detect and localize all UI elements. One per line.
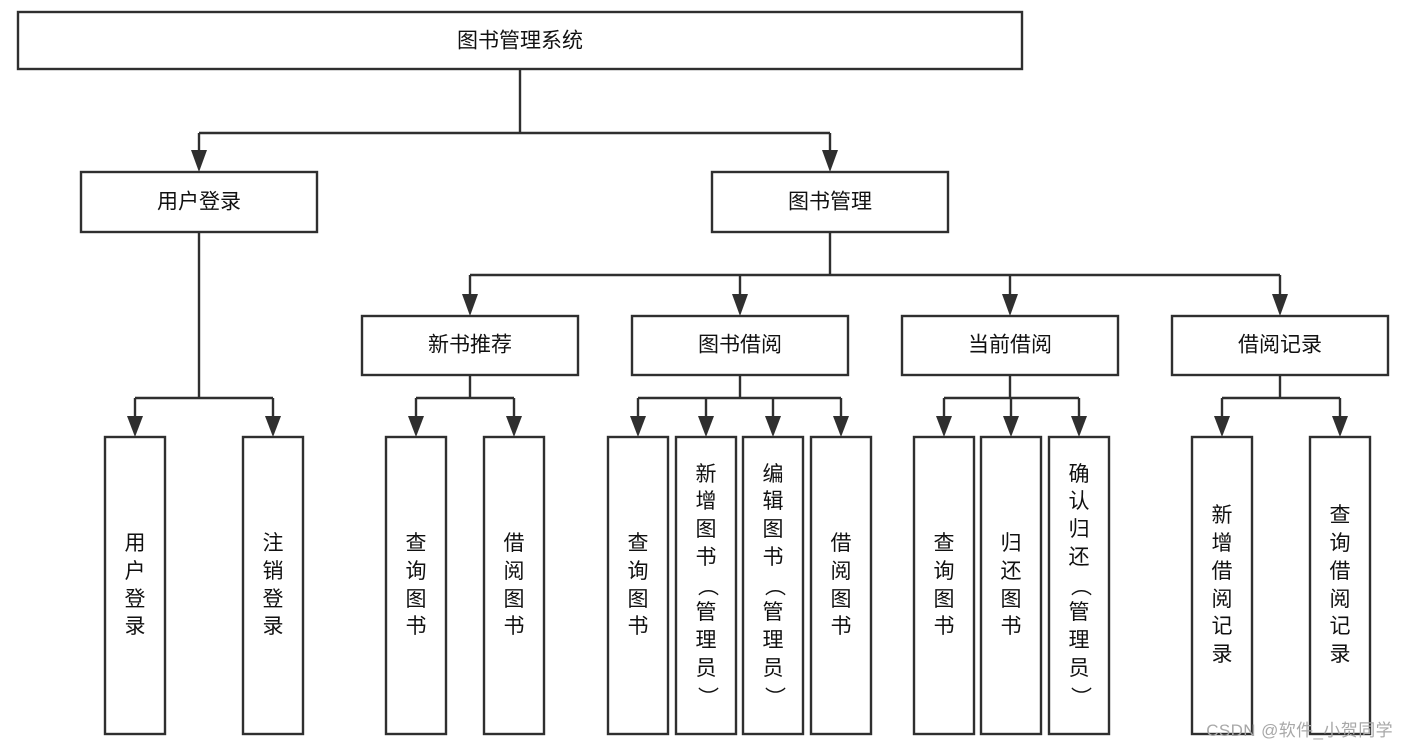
node-new-book-recommend-label: 新书推荐 [428,334,512,357]
arrow-head-leaf-query-book-3 [936,416,952,437]
connector-layer [127,69,1348,437]
node-leaf-query-borrow-record-box[interactable] [1308,435,1372,736]
arrow-head-leaf-borrow-book-2 [833,416,849,437]
arrow-head-leaf-add-book-admin [698,416,714,437]
node-borrow-record[interactable]: 借阅记录 [1170,314,1390,377]
node-new-book-recommend-box[interactable] [360,314,580,377]
leaf-layer [103,435,1372,736]
node-user-login[interactable]: 用户登录 [79,170,319,234]
node-leaf-user-login-box[interactable] [103,435,167,736]
arrow-head-book-borrow [732,294,748,316]
arrow-head-leaf-query-book-2 [630,416,646,437]
node-leaf-borrow-book-2-box[interactable] [809,435,873,736]
node-leaf-query-book-1-box[interactable] [384,435,448,736]
node-book-management[interactable]: 图书管理 [710,170,950,234]
node-leaf-query-book-2-box[interactable] [606,435,670,736]
node-leaf-add-book-admin-box[interactable] [674,435,738,736]
arrow-head-book-management [822,150,838,172]
node-leaf-return-book-box[interactable] [979,435,1043,736]
arrow-head-leaf-user-login [127,416,143,437]
arrow-head-leaf-query-book-1 [408,416,424,437]
arrow-head-borrow-record [1272,294,1288,316]
arrow-head-leaf-add-borrow-record [1214,416,1230,437]
arrow-head-leaf-return-book [1003,416,1019,437]
node-leaf-confirm-return-admin-box[interactable] [1047,435,1111,736]
node-borrow-record-label: 借阅记录 [1238,334,1322,357]
node-root[interactable]: 图书管理系统 [16,10,1024,71]
node-leaf-borrow-book-1-box[interactable] [482,435,546,736]
node-user-login-box[interactable] [79,170,319,234]
node-current-borrow[interactable]: 当前借阅 [900,314,1120,377]
node-root-box[interactable] [16,10,1024,71]
node-borrow-record-box[interactable] [1170,314,1390,377]
node-new-book-recommend[interactable]: 新书推荐 [360,314,580,377]
arrow-head-leaf-query-borrow-record [1332,416,1348,437]
arrow-head-user-login [191,150,207,172]
node-book-borrow-label: 图书借阅 [698,334,782,357]
node-leaf-logout-box[interactable] [241,435,305,736]
arrow-head-new-book-recommend [462,294,478,316]
node-current-borrow-label: 当前借阅 [968,334,1052,357]
arrow-head-leaf-logout [265,416,281,437]
arrow-head-leaf-edit-book-admin [765,416,781,437]
node-book-management-label: 图书管理 [788,191,872,214]
arrow-head-leaf-borrow-book-1 [506,416,522,437]
node-book-borrow[interactable]: 图书借阅 [630,314,850,377]
node-leaf-edit-book-admin-box[interactable] [741,435,805,736]
node-user-login-label: 用户登录 [157,191,241,214]
arrow-head-leaf-confirm-return-admin [1071,416,1087,437]
node-book-management-box[interactable] [710,170,950,234]
node-current-borrow-box[interactable] [900,314,1120,377]
node-leaf-query-book-3-box[interactable] [912,435,976,736]
node-book-borrow-box[interactable] [630,314,850,377]
arrow-head-current-borrow [1002,294,1018,316]
node-root-label: 图书管理系统 [457,30,583,53]
node-leaf-add-borrow-record-box[interactable] [1190,435,1254,736]
